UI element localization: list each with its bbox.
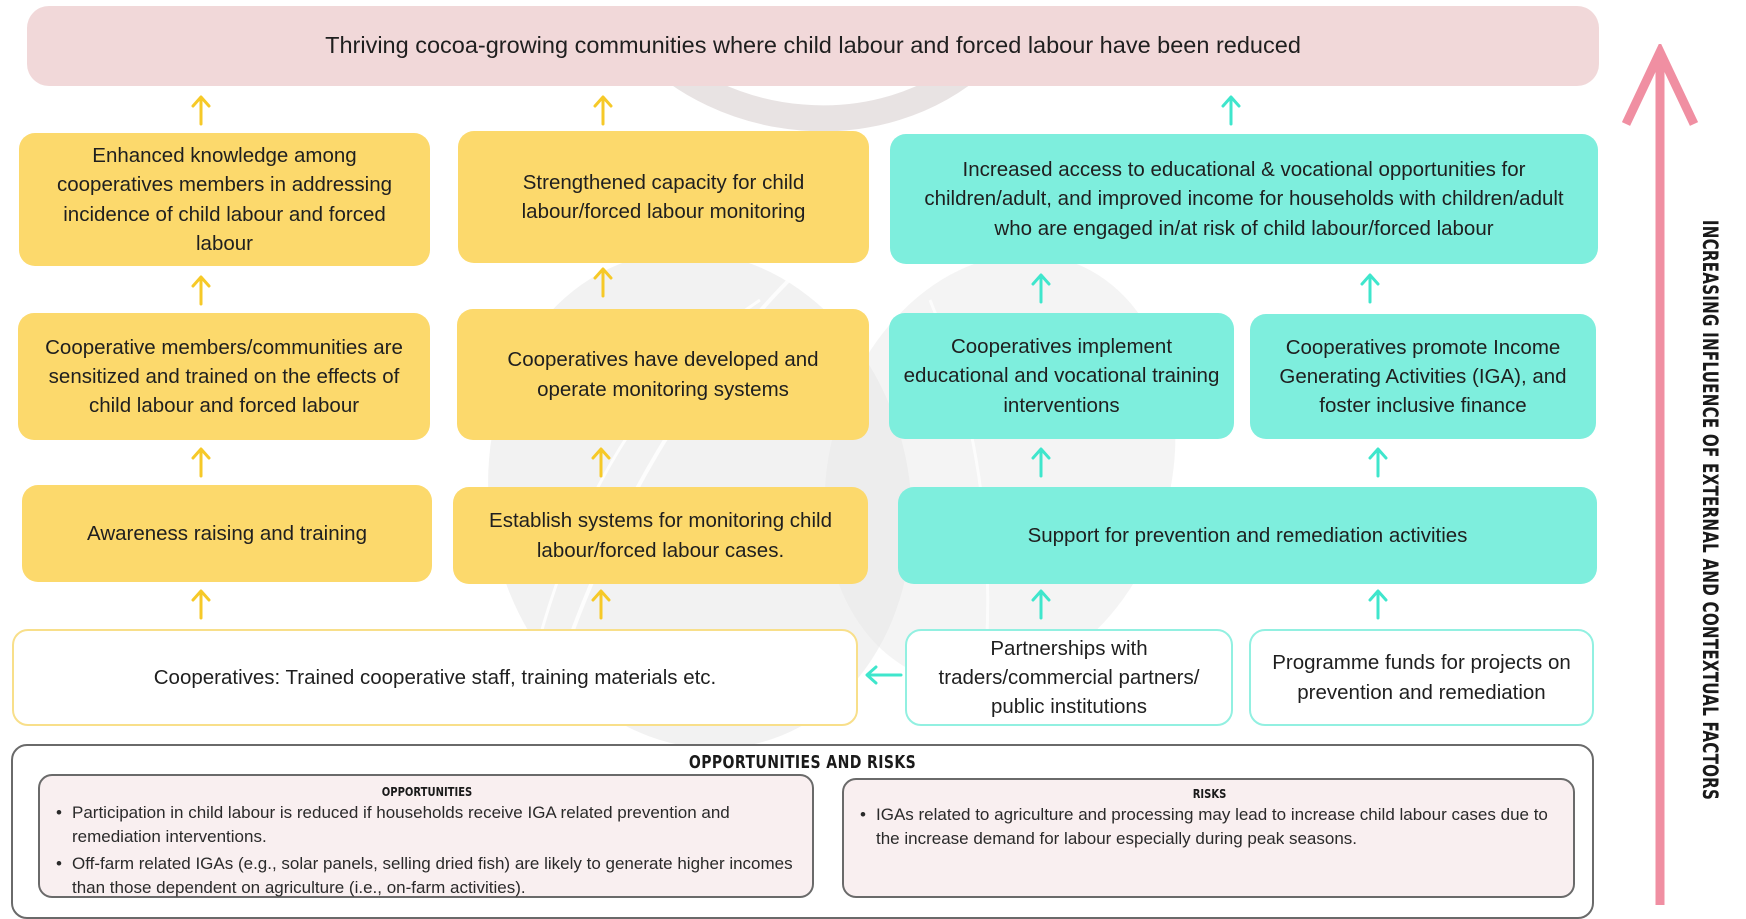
arrow-up-icon bbox=[1368, 589, 1388, 620]
arrow-up-icon bbox=[1031, 589, 1051, 620]
goal-box: Thriving cocoa-growing communities where… bbox=[27, 6, 1599, 86]
arrow-up-icon bbox=[1360, 273, 1380, 304]
arrow-up-icon bbox=[1031, 447, 1051, 478]
arrow-up-icon bbox=[593, 95, 613, 126]
outcome-access-income-box: Increased access to educational & vocati… bbox=[890, 134, 1598, 264]
arrow-up-icon bbox=[1368, 447, 1388, 478]
input-funds-box: Programme funds for projects on preventi… bbox=[1249, 629, 1594, 726]
output-sensitized-box: Cooperative members/communities are sens… bbox=[18, 313, 430, 440]
outcome-knowledge-box: Enhanced knowledge among cooperatives me… bbox=[19, 133, 430, 266]
activity-awareness-box: Awareness raising and training bbox=[22, 485, 432, 582]
activity-support-text: Support for prevention and remediation a… bbox=[1027, 523, 1468, 547]
arrow-left-icon bbox=[865, 665, 903, 685]
input-funds-text: Programme funds for projects on preventi… bbox=[1272, 651, 1571, 704]
risk-item: IGAs related to agriculture and processi… bbox=[860, 803, 1559, 851]
arrow-up-icon bbox=[593, 267, 613, 298]
output-sensitized-text: Cooperative members/communities are sens… bbox=[45, 335, 403, 418]
arrow-up-icon bbox=[191, 95, 211, 126]
outcome-knowledge-text: Enhanced knowledge among cooperatives me… bbox=[57, 144, 392, 255]
risks-panel: RISKS IGAs related to agriculture and pr… bbox=[842, 778, 1575, 898]
opportunities-risks-title: OPPORTUNITIES AND RISKS bbox=[688, 752, 917, 773]
output-edu-voc-box: Cooperatives implement educational and v… bbox=[889, 313, 1234, 439]
arrow-up-icon bbox=[591, 589, 611, 620]
increasing-influence-arrow-icon bbox=[1621, 44, 1699, 905]
output-iga-box: Cooperatives promote Income Generating A… bbox=[1250, 314, 1596, 439]
activity-establish-text: Establish systems for monitoring child l… bbox=[489, 509, 832, 562]
arrow-up-icon bbox=[1221, 95, 1241, 126]
opportunities-panel: OPPORTUNITIES Participation in child lab… bbox=[38, 774, 814, 898]
input-partnerships-text: Partnerships with traders/commercial par… bbox=[938, 636, 1200, 719]
output-iga-text: Cooperatives promote Income Generating A… bbox=[1279, 335, 1567, 418]
output-edu-voc-text: Cooperatives implement educational and v… bbox=[903, 335, 1220, 417]
outcome-monitoring-box: Strengthened capacity for child labour/f… bbox=[458, 131, 869, 263]
activity-establish-box: Establish systems for monitoring child l… bbox=[453, 487, 868, 584]
activity-awareness-text: Awareness raising and training bbox=[87, 521, 367, 545]
arrow-up-icon bbox=[591, 447, 611, 478]
opportunity-item: Participation in child labour is reduced… bbox=[56, 801, 798, 849]
goal-text: Thriving cocoa-growing communities where… bbox=[325, 32, 1301, 59]
arrow-up-icon bbox=[1031, 273, 1051, 304]
input-cooperatives-box: Cooperatives: Trained cooperative staff,… bbox=[12, 629, 858, 726]
output-systems-box: Cooperatives have developed and operate … bbox=[457, 309, 869, 440]
opportunity-item: Off-farm related IGAs (e.g., solar panel… bbox=[56, 852, 798, 900]
side-label-text: INCREASING INFLUENCE OF EXTERNAL AND CON… bbox=[1698, 219, 1722, 801]
arrow-up-icon bbox=[191, 589, 211, 620]
input-cooperatives-text: Cooperatives: Trained cooperative staff,… bbox=[153, 665, 717, 689]
input-partnerships-box: Partnerships with traders/commercial par… bbox=[905, 629, 1233, 726]
arrow-up-icon bbox=[191, 275, 211, 306]
arrow-up-icon bbox=[191, 447, 211, 478]
opportunities-title: OPPORTUNITIES bbox=[381, 784, 473, 799]
activity-support-box: Support for prevention and remediation a… bbox=[898, 487, 1597, 584]
output-systems-text: Cooperatives have developed and operate … bbox=[507, 348, 819, 401]
risks-title: RISKS bbox=[1192, 786, 1227, 801]
outcome-access-income-text: Increased access to educational & vocati… bbox=[924, 158, 1564, 240]
outcome-monitoring-text: Strengthened capacity for child labour/f… bbox=[521, 170, 806, 223]
